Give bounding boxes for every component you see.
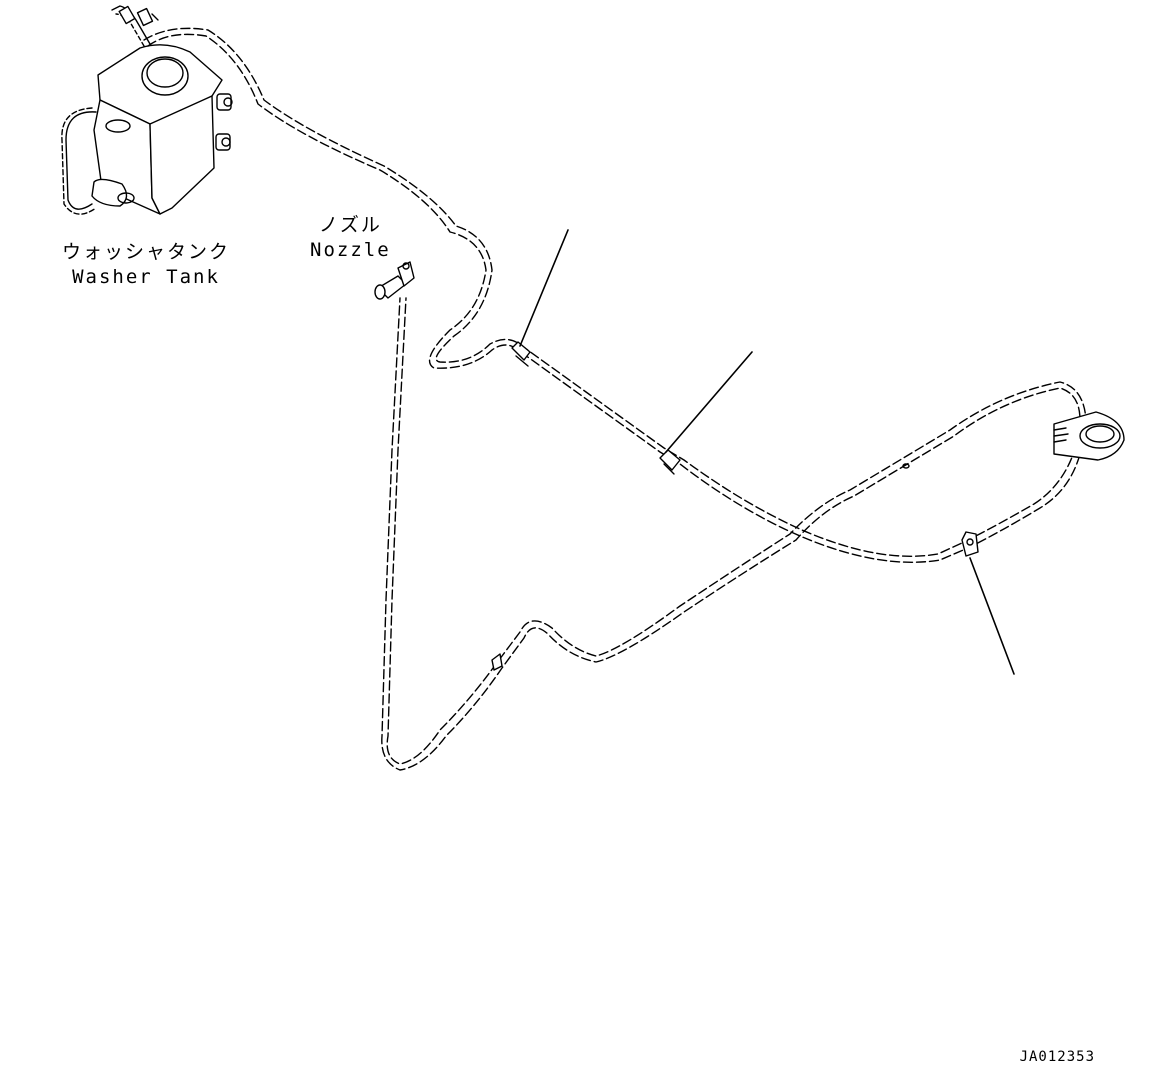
washer-tank-label-jp: ウォッシャタンク xyxy=(62,241,231,263)
clamp-2 xyxy=(659,449,681,475)
washer-tank-label: ウォッシャタンク Washer Tank xyxy=(62,243,230,287)
washer-tank-label-en: Washer Tank xyxy=(72,266,220,288)
drawing-id: JA012353 xyxy=(1019,1049,1095,1065)
nozzle xyxy=(374,261,415,300)
small-clip xyxy=(491,653,503,671)
nozzle-label: ノズル Nozzle xyxy=(310,216,391,260)
washer-tank xyxy=(61,5,233,215)
clamp-1 xyxy=(511,341,531,367)
clamp-3 xyxy=(961,531,979,557)
hose-joint xyxy=(902,463,910,469)
leader-lines xyxy=(519,229,1015,675)
nozzle-label-jp: ノズル xyxy=(318,214,382,236)
main-hose xyxy=(143,27,1087,771)
nozzle-label-en: Nozzle xyxy=(310,239,391,261)
right-outlet xyxy=(1053,411,1125,461)
